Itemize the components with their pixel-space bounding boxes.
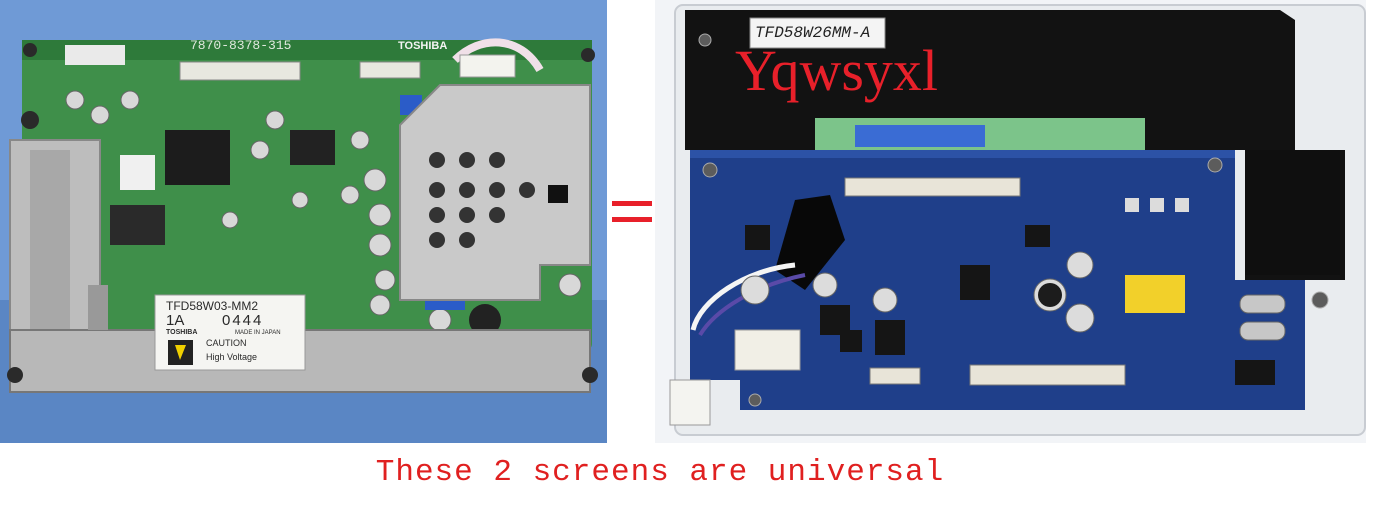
sticker-warning: CAUTION	[206, 338, 247, 348]
left-board-photo: TOSHIBA 7870-8378-315 TFD58W03-MM2 1A 04…	[0, 0, 607, 443]
sticker-lot: 0444	[222, 312, 264, 329]
right-chips	[745, 225, 1275, 385]
power-connector	[459, 54, 516, 78]
trimmers	[1125, 198, 1189, 212]
sticker-origin: MADE IN JAPAN	[235, 330, 281, 336]
left-board-illustration	[0, 0, 607, 443]
model-label-box	[749, 17, 886, 49]
capacitors	[50, 90, 582, 332]
top-fpc-connector	[844, 177, 1021, 197]
crystals	[1239, 294, 1286, 341]
sticker-maker: TOSHIBA	[166, 329, 198, 336]
equals-symbol: =	[610, 196, 654, 230]
shield-holes	[429, 152, 535, 248]
sticker-warning-detail: High Voltage	[206, 352, 258, 362]
sticker-rev: 1A	[166, 312, 185, 329]
model-label: TFD58W26MM-A	[755, 24, 871, 42]
right-board-photo: TFD58W26MM-A Yqwsyxl	[655, 0, 1366, 443]
left-part-code: 7870-8378-315	[190, 38, 292, 53]
white-connector	[734, 329, 801, 371]
screws	[7, 43, 598, 383]
main-chip	[165, 130, 230, 185]
caption: These 2 screens are universal	[375, 455, 945, 490]
sticker-model: TFD58W03-MM2	[166, 299, 259, 313]
right-board-illustration	[655, 0, 1366, 443]
yellow-component	[1125, 275, 1185, 313]
ribbon-connector	[179, 61, 301, 81]
left-maker-label: TOSHIBA	[398, 40, 448, 52]
right-screws	[698, 33, 1329, 407]
watermark: Yqwsyxl	[735, 38, 939, 103]
